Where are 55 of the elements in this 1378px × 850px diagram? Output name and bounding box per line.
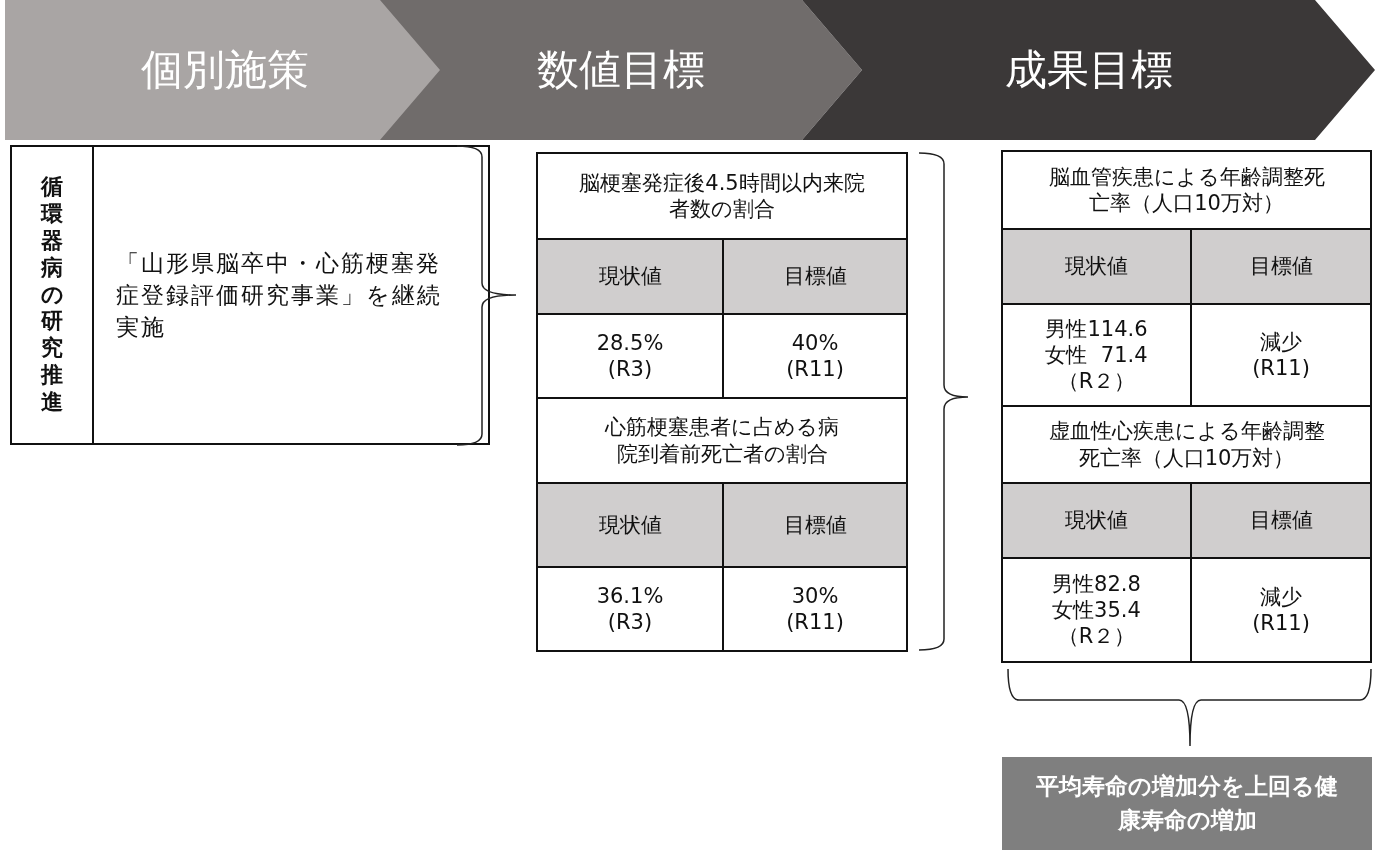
indicator-title-panel xyxy=(536,397,908,484)
value-text: 女性35.4 xyxy=(1052,596,1141,624)
column-header: 現状値 xyxy=(598,263,662,290)
value-panel xyxy=(536,566,724,652)
indicator-title: 脳梗塞発症後4.5時間以内来院者数の割合 xyxy=(578,169,866,223)
value-text: 30% xyxy=(791,582,839,609)
value-text: （R２） xyxy=(1057,368,1136,395)
value-panel xyxy=(1001,557,1192,663)
category-title: 循環器病の研究推進 xyxy=(40,174,64,416)
indicator-title-panel xyxy=(1001,405,1372,484)
column-header: 目標値 xyxy=(783,263,847,290)
value-text: （R２） xyxy=(1057,623,1136,650)
column-header: 現状値 xyxy=(1065,253,1128,280)
column-header: 目標値 xyxy=(1249,507,1313,534)
value-text: (R11) xyxy=(1252,355,1310,382)
column-header: 現状値 xyxy=(598,511,662,539)
stage-title: 個別施策 xyxy=(141,44,309,96)
column-header-panel xyxy=(1001,228,1192,305)
value-text: (R11) xyxy=(786,356,844,383)
value-text: 36.1% xyxy=(596,582,664,609)
column-header-panel xyxy=(722,482,908,568)
value-text: 28.5% xyxy=(596,329,664,356)
column-header-panel xyxy=(1001,482,1192,559)
value-text: (R3) xyxy=(607,356,653,383)
goal-text: 平均寿命の増加分を上回る健康寿命の増加 xyxy=(1035,772,1339,835)
value-text: 40% xyxy=(791,329,839,356)
measure-text: 「山形県脳卒中・心筋梗塞発症登録評価研究事業」を継続実施 xyxy=(116,248,443,343)
column-header-panel xyxy=(536,238,724,315)
value-panel xyxy=(722,566,908,652)
value-text: (R3) xyxy=(607,609,653,636)
indicator-title: 脳血管疾患による年齢調整死亡率（人口10万対） xyxy=(1047,163,1326,217)
stage-title: 成果目標 xyxy=(1004,44,1173,96)
value-text: 男性114.6 xyxy=(1045,315,1148,342)
column-header-panel xyxy=(1190,228,1372,305)
value-text: (R11) xyxy=(786,609,844,636)
value-text: 女性 71.4 xyxy=(1045,341,1148,369)
value-panel xyxy=(1190,557,1372,663)
value-text: 減少 xyxy=(1260,328,1302,355)
column-header-panel xyxy=(536,482,724,568)
column-header-panel xyxy=(722,238,908,315)
value-text: 減少 xyxy=(1260,583,1302,610)
stage-title: 数値目標 xyxy=(537,44,705,96)
indicator-title-panel xyxy=(1001,150,1372,230)
measure-panel xyxy=(92,145,490,445)
value-text: (R11) xyxy=(1252,610,1310,637)
category-panel xyxy=(10,145,94,445)
goal-panel xyxy=(1002,757,1372,850)
column-header: 目標値 xyxy=(1249,253,1313,280)
indicator-title: 心筋梗塞患者に占める病院到着前死亡者の割合 xyxy=(603,414,840,467)
column-header-panel xyxy=(1190,482,1372,559)
indicator-title: 虚血性心疾患による年齢調整死亡率（人口10万対） xyxy=(1047,418,1326,471)
value-text: 男性82.8 xyxy=(1052,570,1141,597)
column-header: 現状値 xyxy=(1065,507,1128,534)
column-header: 目標値 xyxy=(783,511,847,539)
indicator-title-panel xyxy=(536,152,908,240)
